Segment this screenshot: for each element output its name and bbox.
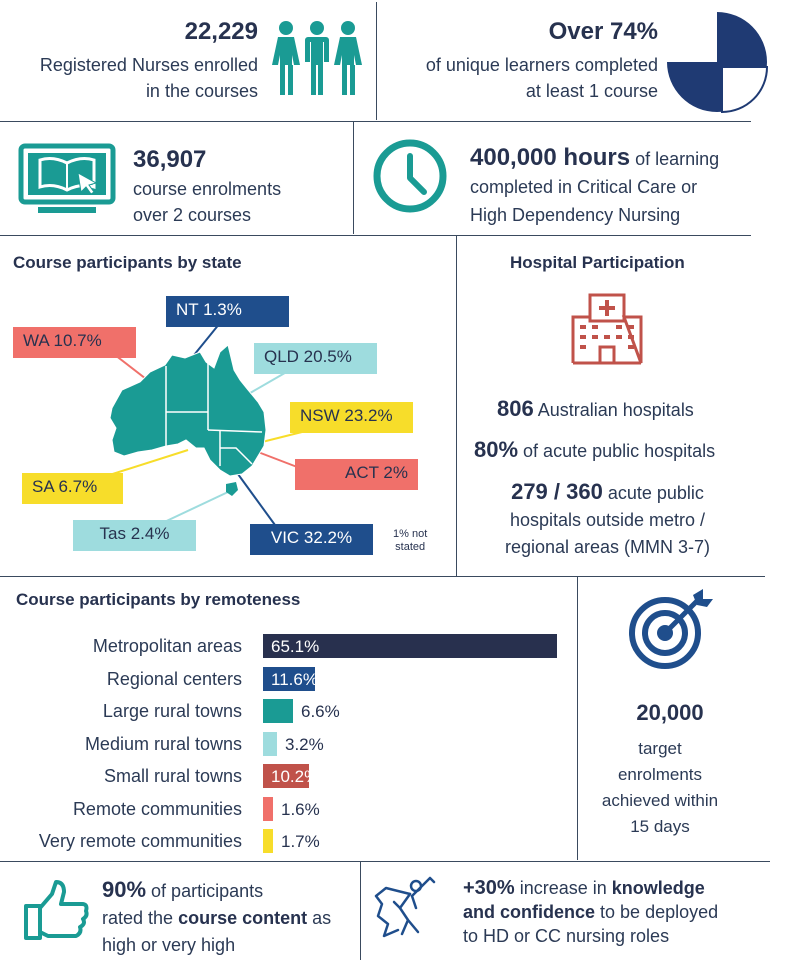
hospital-stat1-text: Australian hospitals — [533, 400, 694, 420]
label-vic: VIC 32.2% — [250, 524, 373, 555]
label-nsw: NSW 23.2% — [290, 402, 413, 433]
remoteness-value: 6.6% — [301, 702, 340, 721]
increase-number: +30% — [463, 877, 515, 899]
learners-line1: of unique learners completed — [425, 55, 658, 75]
thumbs-up-icon — [24, 880, 89, 940]
rating-text2b: as — [307, 908, 332, 928]
remoteness-bar — [263, 634, 557, 658]
divider — [360, 862, 361, 960]
hospital-stat1-number: 806 — [497, 396, 534, 421]
remoteness-label: Small rural towns — [103, 766, 242, 786]
enrolments-line1: course enrolments — [133, 179, 282, 199]
remoteness-value: 65.1% — [271, 637, 320, 656]
increase-bold2: and confidence — [463, 902, 596, 922]
not-stated-note: 1% not stated — [393, 528, 428, 553]
nurses-line1: Registered Nurses enrolled — [39, 55, 258, 75]
divider — [577, 577, 578, 860]
enrolments-line2: over 2 courses — [133, 205, 252, 225]
hours-line1: of learning — [630, 149, 720, 169]
remoteness-label: Remote communities — [72, 799, 242, 819]
computer-book-icon — [18, 143, 116, 213]
remoteness-bar — [263, 667, 315, 691]
remoteness-row: Large rural towns 6.6% — [0, 699, 580, 725]
hospital-stat3-number: 279 / 360 — [511, 479, 603, 504]
clock-icon — [373, 139, 447, 213]
hours-line3: High Dependency Nursing — [470, 205, 681, 225]
hours-number: 400,000 hours — [470, 144, 631, 171]
remoteness-bar-chart: Metropolitan areas 65.1% Regional centers 1… — [0, 634, 580, 855]
hospital-stat3-text: acute public — [602, 483, 704, 503]
section-title: Hospital Participation — [510, 253, 685, 272]
rating-text2: rated the — [102, 908, 179, 928]
label-sa: SA 6.7% — [22, 473, 123, 504]
divider — [0, 121, 751, 122]
remoteness-bar — [263, 699, 293, 723]
target-line2: enrolments — [617, 765, 703, 784]
label-wa: WA 10.7% — [13, 327, 136, 358]
hospital-stat2-number: 80% — [474, 437, 519, 462]
target-icon — [629, 589, 713, 669]
remoteness-row: Small rural towns 10.2% — [0, 764, 580, 790]
rating-text3: high or very high — [102, 935, 236, 955]
hospital-icon — [571, 293, 643, 365]
divider — [353, 122, 354, 234]
increase-text3: to HD or CC nursing roles — [463, 926, 670, 946]
remoteness-row: Very remote communities 1.7% — [0, 829, 580, 855]
remoteness-bar — [263, 829, 273, 853]
remoteness-value: 11.6% — [271, 670, 318, 689]
hours-line2: completed in Critical Care or — [470, 177, 698, 197]
increase-text1: increase in — [514, 878, 612, 898]
remoteness-value: 3.2% — [285, 735, 324, 754]
target-line3: achieved within — [601, 791, 719, 810]
remoteness-label: Large rural towns — [102, 701, 242, 721]
rating-bold: course content — [178, 908, 308, 928]
label-tas: Tas 2.4% — [73, 520, 196, 551]
divider — [0, 576, 765, 577]
remoteness-value: 1.6% — [281, 800, 320, 819]
remoteness-value: 1.7% — [281, 832, 320, 851]
remoteness-bar — [263, 797, 273, 821]
remoteness-row: Medium rural towns 3.2% — [0, 732, 580, 758]
remoteness-row: Regional centers 11.6% — [0, 667, 580, 693]
remoteness-label: Metropolitan areas — [92, 636, 242, 656]
remoteness-bar — [263, 732, 277, 756]
divider — [376, 2, 377, 120]
remoteness-row: Remote communities 1.6% — [0, 797, 580, 823]
target-line4: 15 days — [630, 817, 690, 836]
remoteness-label: Very remote communities — [38, 831, 242, 851]
label-nt: NT 1.3% — [166, 296, 289, 327]
nurses-number: 22,229 — [184, 18, 258, 45]
hospital-stat2-text: of acute public hospitals — [518, 441, 716, 461]
hospital-stat3-line2: hospitals outside metro / — [509, 510, 706, 530]
divider — [456, 236, 457, 576]
people-group-icon — [272, 21, 362, 95]
remoteness-bar — [263, 764, 309, 788]
hospital-stat3-line3: regional areas (MMN 3-7) — [504, 537, 711, 557]
divider — [0, 861, 770, 862]
label-act: ACT 2% — [295, 459, 418, 490]
learners-number: Over 74% — [548, 18, 658, 45]
remoteness-label: Regional centers — [106, 669, 242, 689]
enrolments-number: 36,907 — [133, 146, 207, 173]
nurses-line2: in the courses — [145, 81, 258, 101]
rating-text1: of participants — [146, 881, 264, 901]
learners-line2: at least 1 course — [525, 81, 658, 101]
remoteness-row: Metropolitan areas 65.1% — [0, 634, 580, 660]
label-qld: QLD 20.5% — [254, 343, 377, 374]
section-title: Course participants by remoteness — [16, 590, 301, 609]
remoteness-value: 10.2% — [271, 767, 320, 786]
target-line1: target — [638, 739, 682, 758]
increase-text2: to be deployed — [595, 902, 719, 922]
remoteness-label: Medium rural towns — [84, 734, 242, 754]
divider — [0, 235, 751, 236]
target-number: 20,000 — [636, 700, 704, 725]
rating-number: 90% — [102, 877, 147, 902]
section-title: Course participants by state — [13, 253, 242, 272]
superhero-icon — [374, 876, 436, 938]
increase-bold1: knowledge — [611, 878, 705, 898]
pie-chart-icon — [667, 12, 769, 114]
